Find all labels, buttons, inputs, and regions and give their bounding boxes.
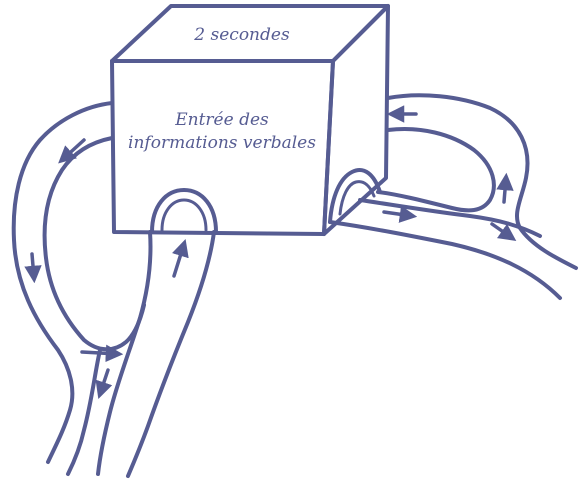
box-front-face — [110, 59, 335, 236]
right-loop-inner-wall — [376, 127, 496, 213]
right-loop-outer-wall — [386, 93, 578, 270]
arrow-left-branch-down — [95, 368, 113, 399]
left-loop-tube — [11, 101, 146, 476]
arrow-right-output-mid — [382, 205, 418, 223]
left-loop-inner-wall — [42, 136, 146, 352]
arrow-right-output-end — [490, 222, 517, 242]
right-output-tube-lower-wall — [328, 220, 562, 300]
box-side-arch-inner — [338, 180, 376, 216]
flow-arrows — [24, 105, 517, 399]
arrow-left-input-up — [171, 238, 189, 278]
box-front-arch — [150, 188, 218, 234]
box-front-label-line1: Entrée des — [174, 110, 269, 130]
arrow-left-loop-side — [24, 252, 42, 284]
left-input-tube-left-wall — [96, 230, 153, 476]
right-output-tube-upper-wall — [358, 198, 542, 238]
left-loop-outer-wall — [11, 101, 114, 464]
box-front-arch-inner — [160, 198, 208, 232]
left-input-tube-right-wall — [126, 230, 216, 478]
box-top-label: 2 secondes — [193, 25, 290, 45]
arrow-left-loop-bottom — [80, 344, 124, 363]
arrow-right-loop-side — [496, 172, 514, 204]
box-side-arch — [328, 168, 382, 224]
arrow-left-loop-top — [58, 138, 86, 164]
right-loop-tube — [328, 93, 578, 300]
left-loop-branch — [66, 348, 102, 476]
box-front-label-line2: informations verbales — [128, 133, 316, 153]
left-input-tube — [96, 230, 216, 478]
memory-box — [110, 4, 390, 236]
